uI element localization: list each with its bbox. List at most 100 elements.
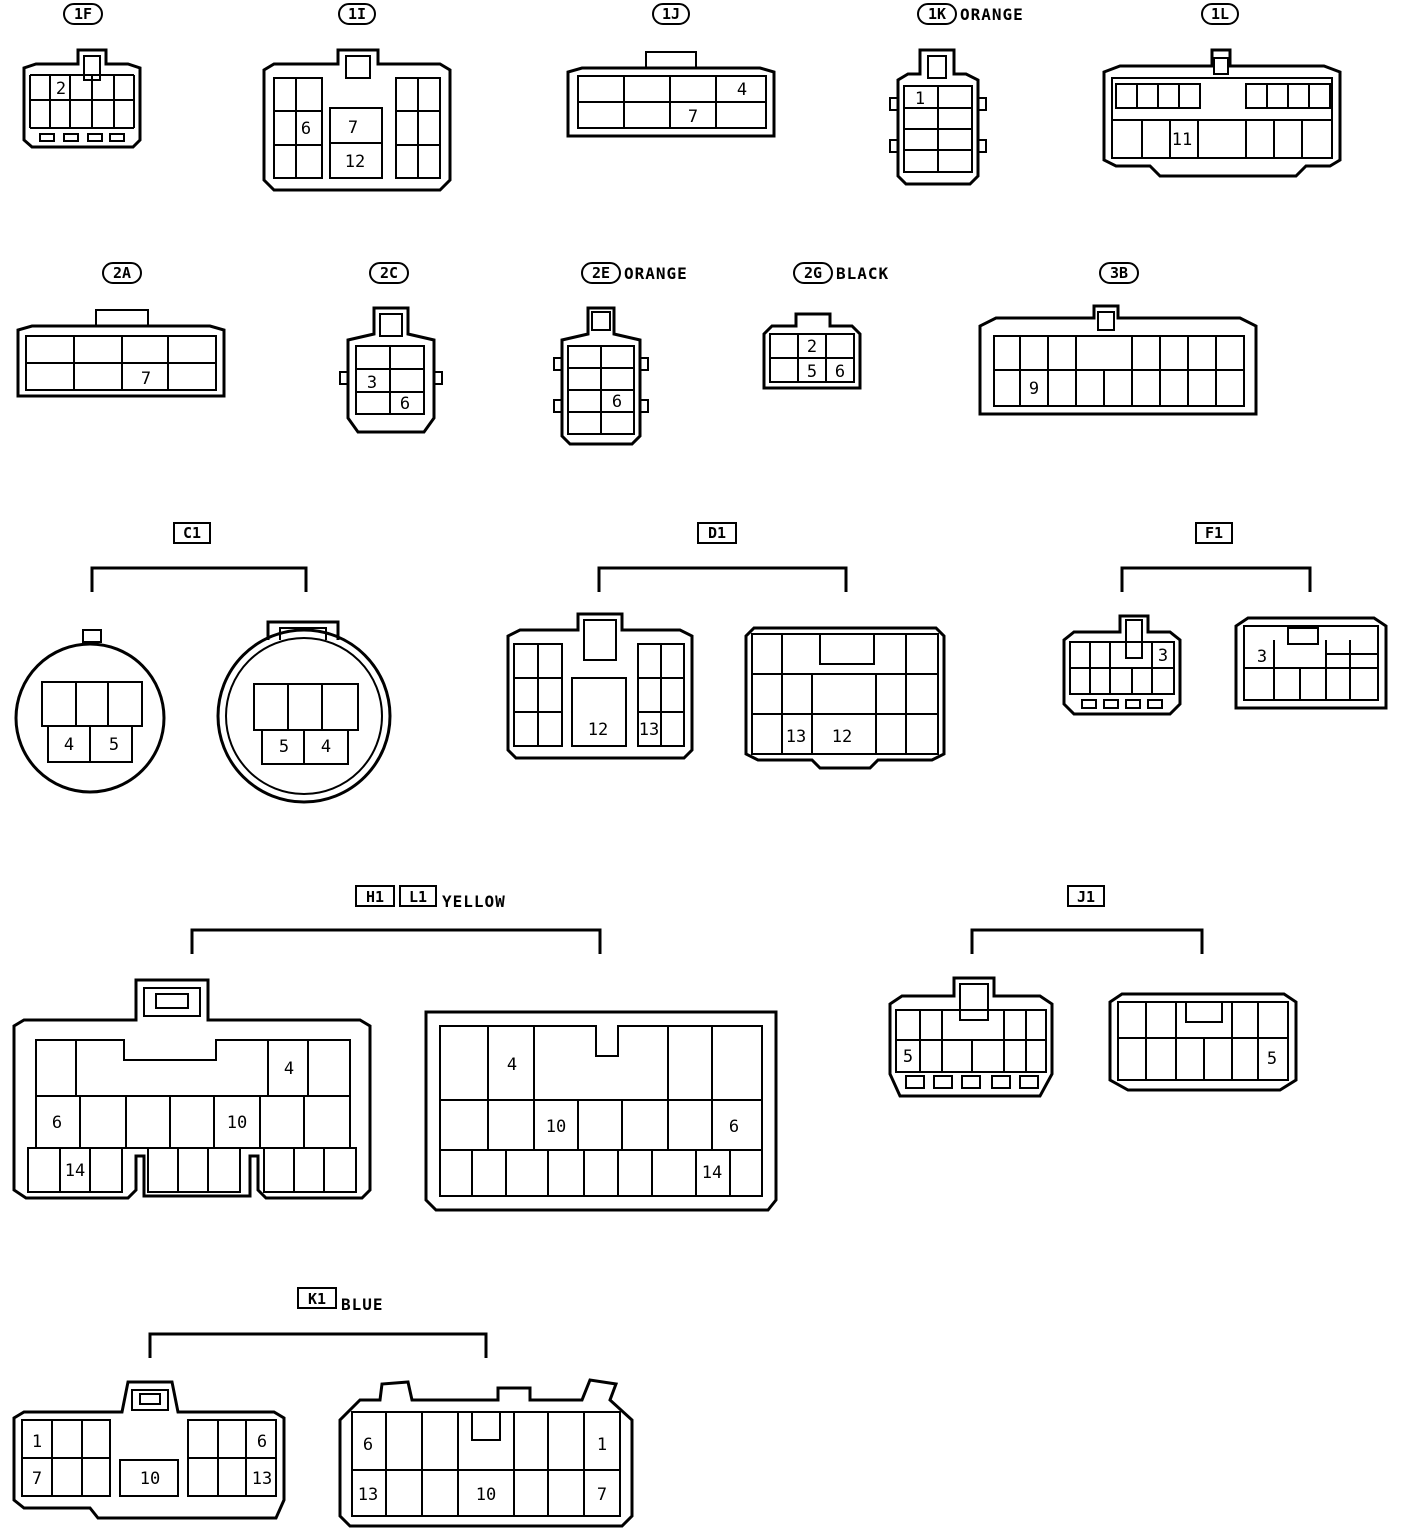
label-L1-text: L1 (409, 888, 427, 906)
pin-K1-left-1: 1 (32, 1432, 42, 1452)
connector-H1-L1: H1 L1 YELLOW 4 6 10 14 (12, 885, 778, 1212)
pin-HL1-right-14: 14 (702, 1163, 722, 1183)
connector-2A: 2A 7 (16, 262, 226, 398)
pin-C1-right-4: 4 (321, 737, 331, 757)
connector-1K: 1K ORANGE 1 (889, 3, 1024, 186)
label-1K: 1K (917, 3, 957, 25)
label-C1-text: C1 (183, 524, 201, 542)
color-2G: BLACK (836, 264, 889, 283)
pin-HL1-left-14: 14 (65, 1161, 85, 1181)
label-K1: K1 (297, 1287, 337, 1309)
pin-K1-left-13: 13 (252, 1469, 272, 1489)
pin-K1-right-6: 6 (363, 1435, 373, 1455)
pin-1J-4: 4 (737, 80, 747, 100)
label-1F-text: 1F (74, 5, 92, 23)
pin-C1-right-5: 5 (279, 737, 289, 757)
connector-2G: 2G BLACK 2 5 6 (762, 262, 889, 390)
label-2C: 2C (369, 262, 409, 284)
label-H1-text: H1 (366, 888, 384, 906)
label-F1-text: F1 (1205, 524, 1223, 542)
pin-D1-right-12: 12 (832, 727, 852, 747)
pin-K1-right-13: 13 (358, 1485, 378, 1505)
pin-D1-left-12: 12 (588, 720, 608, 740)
connector-2E: 2E ORANGE 6 (553, 262, 688, 446)
label-L1: L1 (399, 885, 437, 907)
label-1J-text: 1J (662, 5, 680, 23)
pin-HL1-left-6: 6 (52, 1113, 62, 1133)
connector-J1: J1 5 5 (888, 885, 1298, 1098)
label-1L: 1L (1201, 3, 1239, 25)
pin-1K-1: 1 (915, 89, 925, 109)
pin-C1-left-5: 5 (109, 735, 119, 755)
label-1K-text: 1K (928, 5, 946, 23)
color-H1-L1: YELLOW (442, 892, 506, 911)
connector-K1: K1 BLUE 1 6 7 10 13 6 1 13 10 7 (12, 1287, 634, 1528)
connector-2C: 2C 3 6 (339, 262, 443, 434)
pin-3B-9: 9 (1029, 379, 1039, 399)
pin-F1-right-3: 3 (1257, 647, 1267, 667)
pin-HL1-left-10: 10 (227, 1113, 247, 1133)
label-2C-text: 2C (380, 264, 398, 282)
pin-HL1-right-4: 4 (507, 1055, 517, 1075)
label-1I-text: 1I (348, 5, 366, 23)
label-2G: 2G (793, 262, 833, 284)
label-3B-text: 3B (1110, 264, 1128, 282)
label-1F: 1F (63, 3, 103, 25)
pin-1I-6: 6 (301, 119, 311, 139)
connector-D1: D1 12 13 13 12 (506, 522, 946, 770)
label-2A-text: 2A (113, 264, 131, 282)
pin-HL1-left-4: 4 (284, 1059, 294, 1079)
connector-3B: 3B 9 (978, 262, 1258, 416)
pin-K1-left-10: 10 (140, 1469, 160, 1489)
connector-C1: C1 4 5 5 4 (14, 522, 392, 804)
pin-1L-11: 11 (1172, 130, 1192, 150)
label-J1-text: J1 (1077, 888, 1095, 906)
pin-2G-5: 5 (807, 362, 817, 382)
label-1L-text: 1L (1211, 5, 1229, 23)
pin-2E-6: 6 (612, 392, 622, 412)
connector-F1: F1 3 3 (1062, 522, 1388, 716)
pin-F1-left-3: 3 (1158, 646, 1168, 666)
pin-2C-6: 6 (400, 394, 410, 414)
pin-K1-right-7: 7 (597, 1485, 607, 1505)
pin-K1-right-1: 1 (597, 1435, 607, 1455)
pin-HL1-right-10: 10 (546, 1117, 566, 1137)
label-F1: F1 (1195, 522, 1233, 544)
connector-1L: 1L 11 (1102, 3, 1342, 178)
pin-K1-right-10: 10 (476, 1485, 496, 1505)
label-2A: 2A (102, 262, 142, 284)
connector-1I: 1I 6 7 12 (262, 3, 452, 192)
connector-1F: 1F 2 (22, 3, 142, 149)
label-2E-text: 2E (592, 264, 610, 282)
label-2G-text: 2G (804, 264, 822, 282)
pin-HL1-right-6: 6 (729, 1117, 739, 1137)
label-2E: 2E (581, 262, 621, 284)
pin-1I-7: 7 (348, 118, 358, 138)
pin-C1-left-4: 4 (64, 735, 74, 755)
pin-2C-3: 3 (367, 373, 377, 393)
pin-K1-left-7: 7 (32, 1469, 42, 1489)
pin-1J-7: 7 (688, 107, 698, 127)
label-J1: J1 (1067, 885, 1105, 907)
label-3B: 3B (1099, 262, 1139, 284)
label-H1: H1 (355, 885, 395, 907)
pin-D1-right-13: 13 (786, 727, 806, 747)
label-1J: 1J (652, 3, 690, 25)
label-K1-text: K1 (308, 1290, 326, 1308)
connector-1J: 1J 4 7 (566, 3, 776, 138)
pin-D1-left-13: 13 (639, 720, 659, 740)
label-C1: C1 (173, 522, 211, 544)
color-2E: ORANGE (624, 264, 688, 283)
color-1K: ORANGE (960, 5, 1024, 24)
pin-K1-left-6: 6 (257, 1432, 267, 1452)
pin-2G-2: 2 (807, 337, 817, 357)
pin-1F-2: 2 (56, 79, 66, 99)
label-D1-text: D1 (708, 524, 726, 542)
label-1I: 1I (338, 3, 376, 25)
label-D1: D1 (697, 522, 737, 544)
pin-2G-6: 6 (835, 362, 845, 382)
pin-J1-left-5: 5 (903, 1047, 913, 1067)
pin-2A-7: 7 (141, 369, 151, 389)
color-K1: BLUE (341, 1295, 384, 1314)
